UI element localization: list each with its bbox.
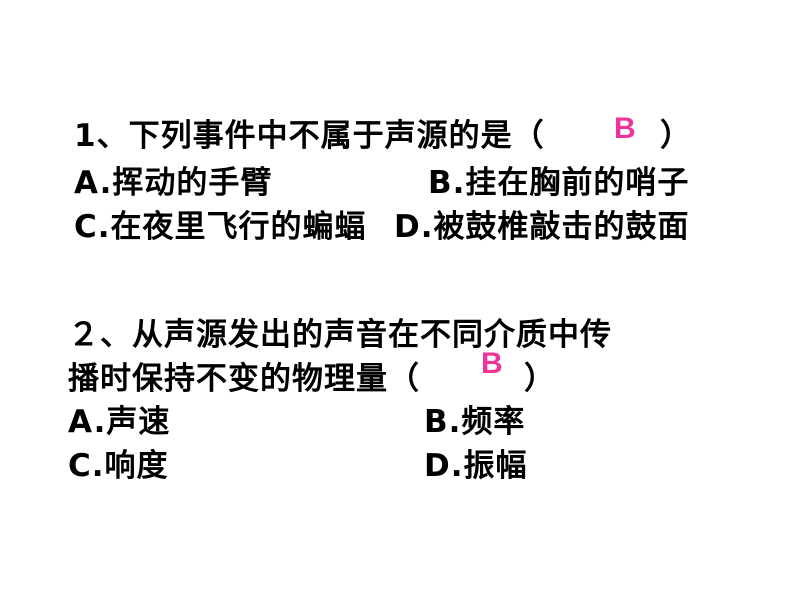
q2-option-a: A.声速 xyxy=(68,404,171,440)
q2-close-paren: ） xyxy=(524,361,556,397)
q1-close-paren: ） xyxy=(660,118,692,154)
q2-stem-line2: 播时保持不变的物理量（ xyxy=(68,361,420,397)
q1-option-d: D.被鼓椎敲击的鼓面 xyxy=(394,209,690,245)
q1-option-c: C.在夜里飞行的蝙蝠 xyxy=(74,209,367,245)
q1-option-b: B.挂在胸前的哨子 xyxy=(428,165,690,201)
q2-option-d: D.振幅 xyxy=(424,448,528,484)
q2-answer: B xyxy=(481,347,503,380)
q2-stem-line1: ２、从声源发出的声音在不同介质中传 xyxy=(68,317,612,353)
q1-option-a: A.挥动的手臂 xyxy=(74,165,273,201)
q2-option-c: C.响度 xyxy=(68,448,169,484)
q1-stem: 1、下列事件中不属于声源的是（ xyxy=(74,118,545,154)
q2-option-b: B.频率 xyxy=(424,404,526,440)
q1-answer: B xyxy=(614,112,636,145)
